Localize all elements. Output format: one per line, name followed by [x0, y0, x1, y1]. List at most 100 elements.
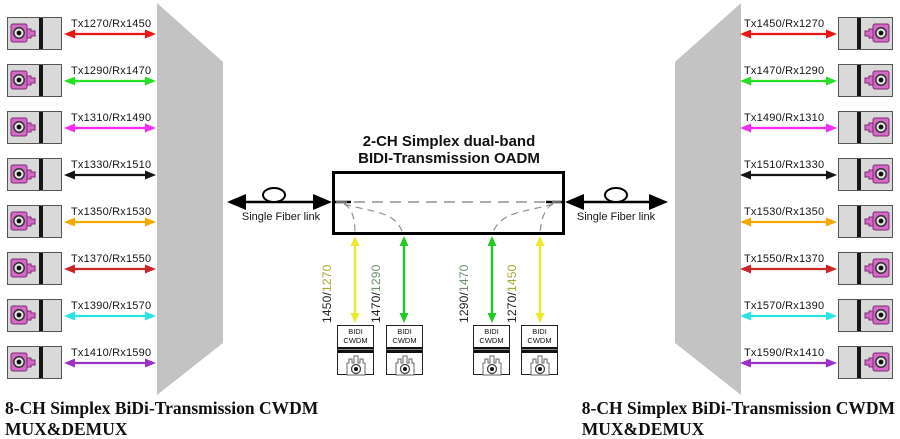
fiber-arrowhead-right-icon: [313, 194, 332, 210]
transceiver-module: [7, 299, 62, 332]
module-stripe: [857, 65, 861, 96]
arrowhead-left-icon: [740, 170, 751, 180]
channel-arrow: [64, 311, 156, 321]
wavelength-prefix: 1290/: [457, 291, 471, 323]
bidi-connector-icon: [482, 355, 501, 376]
bidi-module-band: [338, 347, 373, 353]
transceiver-connector-icon: [10, 258, 36, 278]
channel-arrow: [64, 170, 156, 180]
channel-arrow: [64, 76, 156, 86]
oadm-box: [332, 171, 565, 235]
channel-label: Tx1270/Rx1450: [71, 18, 152, 30]
fiber-arrowhead-left-icon: [227, 194, 246, 210]
transceiver-module: [7, 111, 62, 144]
arrowhead-right-icon: [145, 217, 156, 227]
bidi-module-label-line2: CWDM: [527, 335, 552, 345]
left-mux-caption-line1: 8-CH Simplex BiDi-Transmission CWDM: [5, 398, 319, 418]
channel-label: Tx1370/Rx1550: [71, 253, 152, 265]
fiber-arrowhead-left-icon: [565, 194, 584, 210]
arrowhead-right-icon: [145, 76, 156, 86]
module-stripe: [39, 159, 43, 190]
bidi-module-label-line2: CWDM: [392, 335, 417, 345]
transceiver-module: [7, 346, 62, 379]
bidi-module-label-line1: BIDI: [532, 327, 547, 336]
right-mux-caption-line1: 8-CH Simplex BiDi-Transmission CWDM: [581, 398, 895, 418]
arrowhead-right-icon: [145, 311, 156, 321]
transceiver-connector-icon: [864, 164, 890, 184]
channel-arrow: [740, 170, 837, 180]
oadm-title: 2-CH Simplex dual-band BIDI-Transmission…: [309, 133, 589, 167]
arrowhead-left-icon: [64, 170, 75, 180]
module-stripe: [39, 18, 43, 49]
fiber-arrowhead-right-icon: [649, 194, 668, 210]
transceiver-module: [838, 158, 893, 191]
arrowhead-left-icon: [740, 123, 751, 133]
module-stripe: [857, 159, 861, 190]
arrowhead-left-icon: [64, 264, 75, 274]
transceiver-connector-icon: [864, 23, 890, 43]
channel-label: Tx1310/Rx1490: [71, 112, 152, 124]
transceiver-module: [838, 17, 893, 50]
arrowhead-up-icon: [350, 236, 360, 246]
transceiver-module: [838, 111, 893, 144]
transceiver-connector-icon: [10, 305, 36, 325]
arrowhead-left-icon: [740, 76, 751, 86]
bidi-module-label-line2: CWDM: [343, 335, 368, 345]
module-stripe: [857, 300, 861, 331]
arrowhead-right-icon: [145, 170, 156, 180]
arrowhead-left-icon: [64, 76, 75, 86]
transceiver-connector-icon: [10, 352, 36, 372]
left-mux-trapezoid: [157, 3, 223, 395]
channel-label: Tx1410/Rx1590: [71, 347, 152, 359]
arrowhead-left-icon: [740, 217, 751, 227]
module-stripe: [39, 347, 43, 378]
module-stripe: [39, 65, 43, 96]
transceiver-module: [838, 64, 893, 97]
transceiver-connector-icon: [864, 117, 890, 137]
arrowhead-right-icon: [826, 170, 837, 180]
module-stripe: [857, 206, 861, 237]
bidi-module-band: [522, 347, 557, 353]
wavelength-suffix: 1470: [457, 264, 471, 292]
transceiver-module: [838, 205, 893, 238]
channel-arrow: [64, 123, 156, 133]
arrowhead-left-icon: [64, 311, 75, 321]
arrowhead-right-icon: [826, 123, 837, 133]
arrowhead-up-icon: [399, 236, 409, 246]
wavelength-suffix: 1450: [505, 264, 519, 292]
transceiver-connector-icon: [864, 70, 890, 90]
arrowhead-right-icon: [145, 29, 156, 39]
arrowhead-left-icon: [740, 311, 751, 321]
bidi-module-band: [387, 347, 422, 353]
oadm-title-line2: BIDI-Transmission OADM: [358, 150, 540, 167]
bidi-module-label-line2: CWDM: [479, 335, 504, 345]
bidi-module-label-line1: BIDI: [348, 327, 363, 336]
channel-arrow: [740, 311, 837, 321]
drop-arrow: [399, 236, 409, 323]
left-mux-caption: 8-CH Simplex BiDi-Transmission CWDM MUX&…: [5, 398, 318, 439]
transceiver-connector-icon: [864, 352, 890, 372]
oadm-internal-paths: [333, 200, 564, 235]
drop-wavelength-label: 1290/1470: [457, 243, 471, 323]
module-stripe: [857, 112, 861, 143]
right-mux-trapezoid: [675, 3, 741, 395]
arrowhead-right-icon: [145, 358, 156, 368]
transceiver-connector-icon: [10, 164, 36, 184]
arrowhead-right-icon: [145, 123, 156, 133]
fiber-coil-icon: [604, 187, 628, 203]
module-stripe: [39, 206, 43, 237]
arrowhead-right-icon: [826, 264, 837, 274]
arrowhead-down-icon: [399, 313, 409, 323]
arrowhead-left-icon: [64, 217, 75, 227]
left-fiber-link: [227, 187, 332, 210]
wavelength-prefix: 1270/: [505, 291, 519, 323]
drop-wavelength-label: 1450/1270: [320, 243, 334, 323]
